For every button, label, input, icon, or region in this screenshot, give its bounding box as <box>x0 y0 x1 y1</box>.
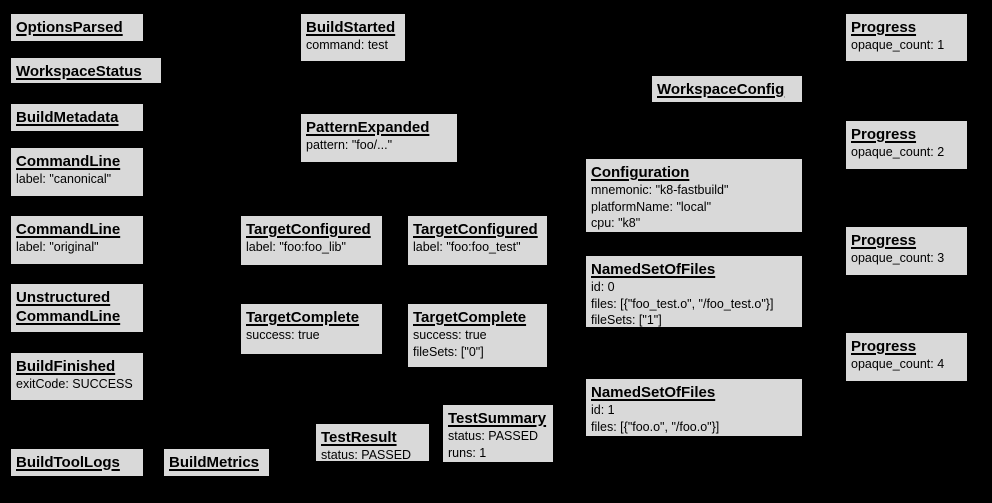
event-field: files: [{"foo_test.o", "/foo_test.o"}] <box>591 296 774 311</box>
event-title: NamedSetOfFiles <box>591 261 716 278</box>
event-field: opaque_count: 4 <box>851 357 945 371</box>
event-field: fileSets: ["0"] <box>413 344 484 359</box>
event-field: id: 1 <box>591 403 615 417</box>
event-field: cpu: "k8" <box>591 216 641 230</box>
event-field: success: true <box>413 328 487 342</box>
event-title: CommandLine <box>16 153 121 170</box>
event-field: id: 0 <box>591 280 615 294</box>
event-box-build-finished: BuildFinished exitCode: SUCCESS <box>10 352 144 401</box>
event-box-build-tool-logs: BuildToolLogs <box>10 448 144 477</box>
event-field: fileSets: ["1"] <box>591 313 662 327</box>
event-box-build-started: BuildStarted command: test <box>300 13 406 62</box>
event-title: TargetComplete <box>246 309 360 326</box>
event-box-command-line-canonical: CommandLine label: "canonical" <box>10 147 144 197</box>
event-box-configuration: Configuration mnemonic: "k8-fastbuild" p… <box>585 158 803 233</box>
event-title: TargetComplete <box>413 309 527 326</box>
event-field: status: PASSED <box>448 429 539 443</box>
event-field: exitCode: SUCCESS <box>16 377 133 391</box>
event-title: Progress <box>851 338 917 355</box>
event-box-workspace-status: WorkspaceStatus <box>10 57 162 84</box>
event-field: mnemonic: "k8-fastbuild" <box>591 183 729 197</box>
event-box-named-set-of-files-0: NamedSetOfFiles id: 0 files: [{"foo_test… <box>585 255 803 328</box>
event-field: opaque_count: 2 <box>851 145 945 159</box>
event-box-unstructured-command-line: Unstructured CommandLine <box>10 283 144 333</box>
event-box-target-configured-foo-lib: TargetConfigured label: "foo:foo_lib" <box>240 215 383 266</box>
event-title: CommandLine <box>16 221 121 238</box>
event-title: TestSummary <box>448 410 547 427</box>
event-field: files: [{"foo.o", "/foo.o"}] <box>591 419 720 434</box>
event-title: Progress <box>851 126 917 143</box>
event-title: TargetConfigured <box>413 221 538 238</box>
event-box-test-summary: TestSummary status: PASSED runs: 1 <box>442 404 554 463</box>
event-field: pattern: "foo/..." <box>306 138 393 152</box>
event-box-target-configured-foo-test: TargetConfigured label: "foo:foo_test" <box>407 215 548 266</box>
event-title: BuildMetadata <box>16 109 119 126</box>
event-field: platformName: "local" <box>591 199 712 214</box>
event-field: label: "foo:foo_test" <box>413 240 521 254</box>
event-field: label: "canonical" <box>16 172 112 186</box>
event-title: TargetConfigured <box>246 221 371 238</box>
event-box-command-line-original: CommandLine label: "original" <box>10 215 144 265</box>
event-field: label: "foo:foo_lib" <box>246 240 346 254</box>
event-box-build-metadata: BuildMetadata <box>10 103 144 132</box>
event-title: BuildFinished <box>16 358 116 375</box>
event-box-build-metrics: BuildMetrics <box>163 448 270 477</box>
event-title: BuildStarted <box>306 19 396 36</box>
event-box-test-result: TestResult status: PASSED <box>315 423 430 462</box>
event-box-progress-2: Progress opaque_count: 2 <box>845 120 968 170</box>
event-title: NamedSetOfFiles <box>591 384 716 401</box>
event-title: PatternExpanded <box>306 119 430 136</box>
event-field: status: PASSED <box>321 448 412 462</box>
event-box-workspace-config: WorkspaceConfig <box>651 75 803 103</box>
event-title: TestResult <box>321 429 397 446</box>
event-title: BuildToolLogs <box>16 454 120 471</box>
event-field: command: test <box>306 38 388 52</box>
event-title: Progress <box>851 232 917 249</box>
event-box-pattern-expanded: PatternExpanded pattern: "foo/..." <box>300 113 458 163</box>
event-title: OptionsParsed <box>16 19 123 36</box>
event-field: opaque_count: 1 <box>851 38 945 52</box>
event-field: success: true <box>246 328 320 342</box>
event-box-progress-4: Progress opaque_count: 4 <box>845 332 968 382</box>
event-field: runs: 1 <box>448 445 487 460</box>
event-title: Unstructured CommandLine <box>16 289 121 325</box>
event-title: BuildMetrics <box>169 454 260 471</box>
event-title: Progress <box>851 19 917 36</box>
event-title: WorkspaceConfig <box>657 81 785 98</box>
event-box-progress-1: Progress opaque_count: 1 <box>845 13 968 62</box>
event-box-target-complete-test: TargetComplete success: true fileSets: [… <box>407 303 548 368</box>
event-title: WorkspaceStatus <box>16 63 142 80</box>
event-title: Configuration <box>591 164 690 181</box>
event-box-options-parsed: OptionsParsed <box>10 13 144 42</box>
event-box-progress-3: Progress opaque_count: 3 <box>845 226 968 276</box>
event-box-named-set-of-files-1: NamedSetOfFiles id: 1 files: [{"foo.o", … <box>585 378 803 437</box>
event-field: opaque_count: 3 <box>851 251 945 265</box>
event-box-target-complete-lib: TargetComplete success: true <box>240 303 383 355</box>
event-field: label: "original" <box>16 240 99 254</box>
